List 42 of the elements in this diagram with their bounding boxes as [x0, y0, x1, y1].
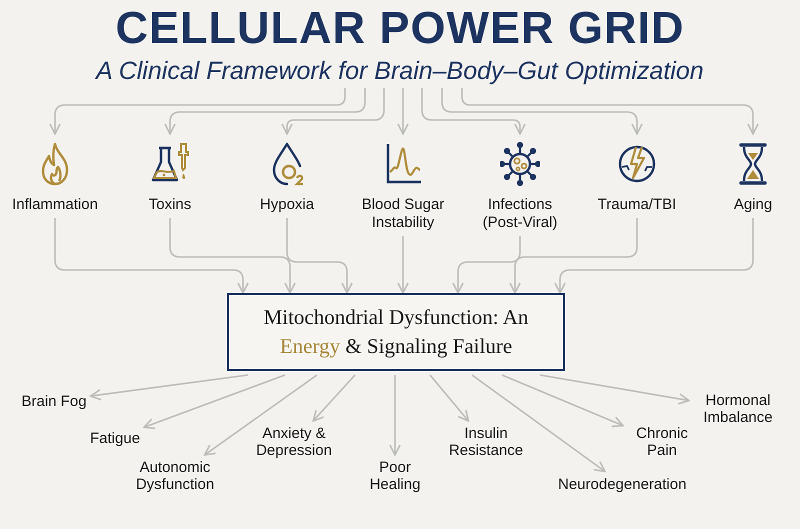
cause-label: Hypoxia: [258, 196, 316, 214]
arrow: [169, 218, 296, 294]
arrow: [452, 236, 521, 294]
arrow: [90, 374, 248, 401]
arrow: [204, 374, 318, 456]
arrow: [441, 88, 643, 135]
outcome-label: Autonomic Dysfunction: [125, 459, 225, 493]
arrow: [286, 218, 353, 294]
arrow: [502, 374, 624, 428]
arrow: [461, 88, 759, 135]
cause-label: Toxins: [148, 196, 192, 214]
arrow: [164, 88, 366, 135]
arrow: [281, 88, 385, 135]
cause-label: Aging: [732, 196, 774, 214]
arrow: [389, 375, 401, 456]
central-box: Mitochondrial Dysfunction: An Energy & Signaling Failure: [227, 293, 565, 371]
outcome-label: Chronic Pain: [627, 425, 697, 459]
arrow: [472, 374, 606, 472]
title: CELLULAR POWER GRID: [114, 2, 686, 54]
arrow: [509, 218, 638, 294]
outcome-label: Fatigue: [90, 430, 140, 446]
arrow: [397, 88, 409, 135]
arrow: [49, 88, 346, 135]
subtitle: A Clinical Framework for Brain–Body–Gut Optimization: [96, 57, 704, 86]
cause-label: Infections (Post-Viral): [482, 196, 558, 232]
arrow: [554, 218, 754, 294]
arrow: [540, 374, 690, 405]
arrow: [397, 236, 409, 294]
outcome-label: Brain Fog: [22, 392, 87, 410]
arrow: [421, 88, 526, 135]
outcome-label: Anxiety & Depression: [239, 425, 349, 459]
outcome-label: Poor Healing: [365, 459, 425, 493]
cause-label: Inflammation: [11, 196, 99, 214]
arrow: [312, 374, 356, 422]
outcome-label: Insulin Resistance: [441, 425, 531, 459]
outcome-label: Neurodegeneration: [558, 476, 686, 492]
outcome-label: Hormonal Imbalance: [693, 392, 783, 426]
cause-label: Trauma/TBI: [596, 196, 678, 214]
arrow: [54, 218, 249, 294]
arrow: [143, 374, 286, 430]
cause-label: Blood Sugar Instability: [360, 196, 446, 232]
arrow: [429, 374, 470, 422]
